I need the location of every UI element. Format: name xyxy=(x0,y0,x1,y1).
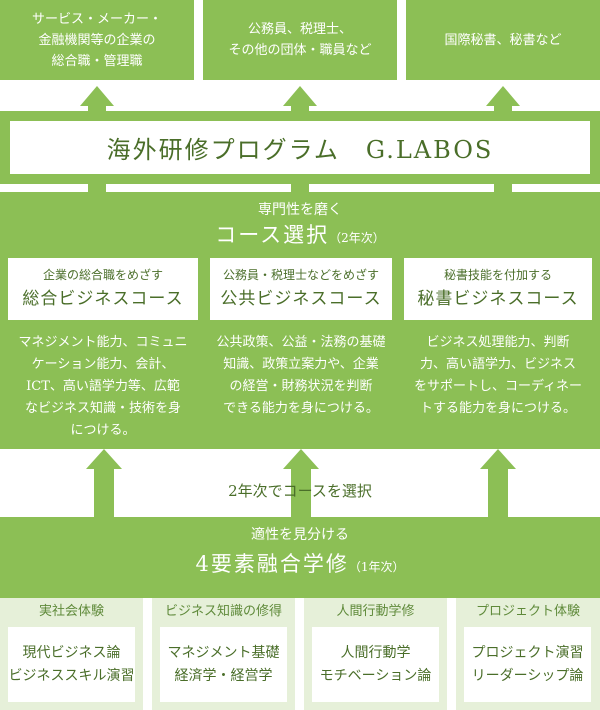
course-target: 秘書技能を付加する xyxy=(443,268,552,282)
desc-line: 公共政策、公益・法務の基礎 xyxy=(216,335,386,350)
element-subjects: 人間行動学 モチベーション論 xyxy=(312,627,439,702)
subject: 人間行動学 xyxy=(340,644,411,661)
desc-line: できる能力を身につける。 xyxy=(223,401,379,416)
foundation-title: 4要素融合学修 xyxy=(195,552,349,576)
element-title: ビジネス知識の修得 xyxy=(164,604,282,619)
course-header: 公務員・税理士などをめざす 公共ビジネスコース xyxy=(210,258,392,320)
career-line: 公務員、税理士、 xyxy=(247,22,352,37)
desc-line: マネジメント能力、コミュニ xyxy=(18,335,188,350)
course-description: ビジネス処理能力、判断 力、高い語学力、ビジネス をサポートし、コーディネー ト… xyxy=(404,332,592,420)
arrow-stem xyxy=(88,184,106,192)
desc-line: をサポートし、コーディネー xyxy=(413,379,583,394)
subject: マネジメント基礎 xyxy=(167,644,280,661)
program-title: 海外研修プログラム G.LABOS xyxy=(8,119,592,176)
course-header: 企業の総合職をめざす 総合ビジネスコース xyxy=(8,258,198,320)
course-description: マネジメント能力、コミュニ ケーション能力、会計、 ICT、高い語学力等、広範 … xyxy=(8,332,198,442)
course-heading: コース選択（2年次） xyxy=(0,221,600,252)
course-name: 秘書ビジネスコース xyxy=(417,289,579,309)
course-year: （2年次） xyxy=(329,231,385,245)
career-line: サービス・メーカー・ xyxy=(31,11,162,27)
course-description: 公共政策、公益・法務の基礎 知識、政策立案力や、企業 の経営・財務状況を判断 で… xyxy=(210,332,392,420)
up-arrow-icon xyxy=(86,449,122,469)
element-title: プロジェクト体験 xyxy=(475,604,580,619)
course-name: 総合ビジネスコース xyxy=(22,289,184,309)
element-title: 実社会体験 xyxy=(38,604,104,619)
arrow-stem xyxy=(494,184,512,192)
desc-line: ケーション能力、会計、 xyxy=(31,357,175,372)
desc-line: の経営・財務状況を判断 xyxy=(229,379,373,394)
course-section xyxy=(0,192,600,449)
desc-line: 知識、政策立案力や、企業 xyxy=(223,357,379,372)
course-target: 公務員・税理士などをめざす xyxy=(222,268,379,282)
up-arrow-icon xyxy=(283,449,319,469)
career-box-secretary: 国際秘書、秘書など xyxy=(406,0,600,80)
element-column-human-behavior: 人間行動学修 人間行動学 モチベーション論 xyxy=(304,598,447,710)
element-subjects: プロジェクト演習 リーダーシップ論 xyxy=(464,627,591,702)
foundation-year: （1年次） xyxy=(348,560,405,574)
course-header: 秘書技能を付加する 秘書ビジネスコース xyxy=(404,258,592,320)
desc-line: トする能力を身につける。 xyxy=(419,401,576,416)
up-arrow-icon xyxy=(480,449,516,469)
career-box-corporate: サービス・メーカー・ 金融機関等の企業の 総合職・管理職 xyxy=(0,0,194,80)
up-arrow-icon xyxy=(80,86,114,106)
foundation-section xyxy=(0,517,600,598)
course-column-secretary: 秘書技能を付加する 秘書ビジネスコース ビジネス処理能力、判断 力、高い語学力、… xyxy=(404,258,592,438)
career-line: 総合職・管理職 xyxy=(51,53,143,69)
arrow-stem xyxy=(488,469,508,517)
element-column-real-society: 実社会体験 現代ビジネス論 ビジネススキル演習 xyxy=(0,598,143,710)
course-target: 企業の総合職をめざす xyxy=(42,268,163,282)
arrow-stem xyxy=(291,184,309,192)
arrow-stem xyxy=(88,105,106,113)
arrow-stem xyxy=(291,469,311,517)
element-title: 人間行動学修 xyxy=(336,604,415,619)
foundation-lead: 適性を見分ける xyxy=(251,527,349,543)
element-column-project: プロジェクト体験 プロジェクト演習 リーダーシップ論 xyxy=(456,598,600,710)
career-box-public: 公務員、税理士、 その他の団体・職員など xyxy=(203,0,397,80)
course-column-general: 企業の総合職をめざす 総合ビジネスコース マネジメント能力、コミュニ ケーション… xyxy=(8,258,198,438)
arrow-stem xyxy=(94,469,114,517)
foundation-heading: 4要素融合学修（1年次） xyxy=(0,549,600,582)
arrow-stem xyxy=(291,105,309,113)
subject: リーダーシップ論 xyxy=(471,667,584,684)
desc-line: 力、高い語学力、ビジネス xyxy=(419,357,576,372)
selection-label: 2年次でコースを選択 xyxy=(228,482,372,500)
desc-line: ビジネス処理能力、判断 xyxy=(426,335,570,350)
desc-line: なビジネス知識・技術を身 xyxy=(24,401,181,416)
program-banner: 海外研修プログラム G.LABOS xyxy=(0,111,600,184)
element-subjects: マネジメント基礎 経済学・経営学 xyxy=(160,627,287,702)
desc-line: ICT、高い語学力等、広範 xyxy=(26,379,180,394)
course-lead: 専門性を磨く xyxy=(258,202,342,218)
course-title: コース選択 xyxy=(215,223,330,247)
desc-line: につける。 xyxy=(70,423,136,438)
subject: 現代ビジネス論 xyxy=(22,644,121,661)
career-line: 金融機関等の企業の xyxy=(38,32,156,48)
subject: プロジェクト演習 xyxy=(471,644,584,661)
up-arrow-icon xyxy=(486,86,520,106)
subject: 経済学・経営学 xyxy=(174,667,273,684)
course-name: 公共ビジネスコース xyxy=(220,289,382,309)
career-line: その他の団体・職員など xyxy=(228,43,372,58)
subject: ビジネススキル演習 xyxy=(8,667,135,684)
element-subjects: 現代ビジネス論 ビジネススキル演習 xyxy=(8,627,135,702)
arrow-stem xyxy=(494,105,512,113)
up-arrow-icon xyxy=(283,86,317,106)
course-column-public: 公務員・税理士などをめざす 公共ビジネスコース 公共政策、公益・法務の基礎 知識… xyxy=(210,258,392,438)
element-column-business-knowledge: ビジネス知識の修得 マネジメント基礎 経済学・経営学 xyxy=(152,598,295,710)
career-line: 国際秘書、秘書など xyxy=(444,32,562,48)
subject: モチベーション論 xyxy=(319,667,432,684)
